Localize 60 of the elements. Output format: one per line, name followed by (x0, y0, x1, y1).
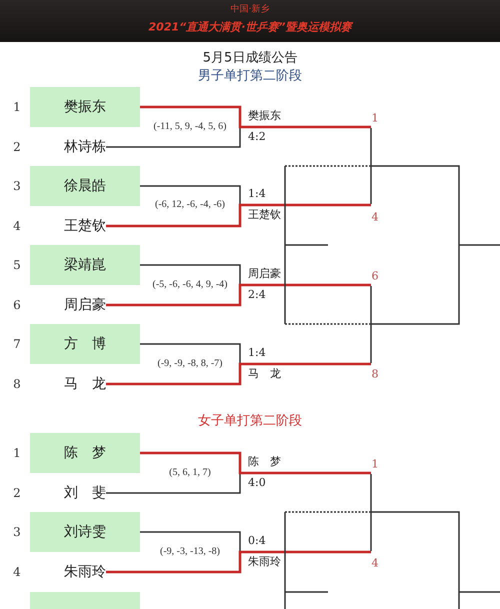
game-scores: (5, 6, 1, 7) (169, 468, 211, 478)
round-number: 4 (372, 212, 378, 222)
winner-name: 樊振东 (248, 110, 281, 121)
match-score: 0:4 (248, 535, 266, 546)
page-title: 5月5日成绩公告 (202, 52, 298, 64)
bracket-line (140, 106, 245, 128)
round-number: 6 (372, 270, 378, 282)
winner-name: 朱雨玲 (248, 556, 281, 567)
match-score: 1:4 (248, 188, 266, 199)
player-name-box: 方 博 (30, 324, 140, 364)
bracket-line (106, 362, 245, 386)
match-score: 1:4 (248, 347, 266, 358)
player-name: 朱雨玲 (64, 563, 106, 581)
seed-number: 1 (13, 101, 21, 113)
seed-number: 7 (13, 338, 21, 350)
player-name-box: 刘诗雯 (30, 512, 140, 552)
seed-number: 3 (13, 526, 21, 538)
bracket-line (106, 204, 245, 228)
match-score: 2:4 (248, 289, 266, 300)
seed-number: 1 (13, 447, 21, 459)
game-scores: (-9, -3, -13, -8) (160, 547, 220, 557)
seed-number: 4 (13, 566, 21, 578)
round-number: 8 (372, 368, 378, 380)
winner-name: 周启豪 (248, 268, 281, 279)
bracket-line (106, 284, 245, 306)
match-score: 4:0 (248, 477, 266, 488)
banner-subtitle: 中国·新乡 (230, 6, 270, 14)
player-name: 林诗栋 (64, 138, 106, 156)
bracket-line (140, 452, 245, 474)
player-name: 周启豪 (64, 296, 106, 314)
banner-title: 2021“直通大满贯·世乒赛”暨奥运模拟赛 (148, 22, 352, 32)
player-name: 王楚钦 (64, 217, 106, 235)
player-name-box: 陈 梦 (30, 433, 140, 473)
match-score: 4:2 (248, 131, 266, 142)
round-number: 1 (372, 458, 378, 470)
player-name-box (30, 592, 140, 609)
seed-number: 2 (13, 141, 21, 153)
winner-name: 马 龙 (248, 368, 281, 379)
winner-name: 王楚钦 (248, 209, 281, 220)
game-scores: (-6, 12, -6, -4, -6) (155, 200, 225, 210)
winner-name: 陈 梦 (248, 456, 281, 467)
bracket-line (106, 550, 245, 574)
seed-number: 3 (13, 180, 21, 192)
seed-number: 2 (13, 487, 21, 499)
game-scores: (-9, -9, -8, 8, -7) (158, 359, 222, 369)
game-scores: (-11, 5, 9, -4, 5, 6) (154, 122, 226, 132)
section-heading: 女子单打第二阶段 (198, 414, 302, 428)
player-name: 刘 斐 (64, 484, 106, 502)
player-name-box: 梁靖崑 (30, 245, 140, 285)
round-number: 1 (372, 112, 378, 124)
player-name: 马 龙 (64, 375, 106, 393)
player-name-box: 徐晨皓 (30, 166, 140, 206)
round-number: 4 (372, 558, 378, 568)
seed-number: 6 (13, 299, 21, 311)
seed-number: 5 (13, 259, 21, 271)
seed-number: 8 (13, 378, 21, 390)
game-scores: (-5, -6, -6, 4, 9, -4) (152, 280, 228, 290)
seed-number: 4 (13, 220, 21, 232)
player-name-box: 樊振东 (30, 87, 140, 127)
section-heading: 男子单打第二阶段 (198, 70, 302, 82)
